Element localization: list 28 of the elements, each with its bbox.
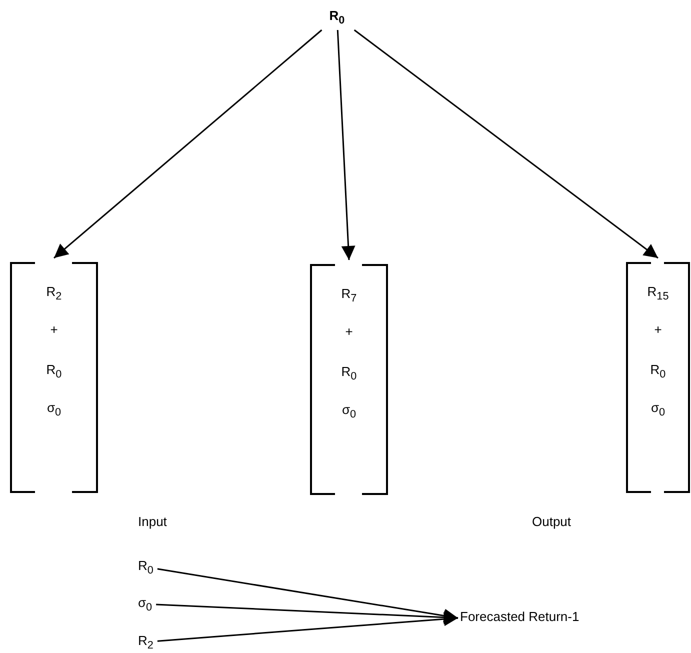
node-label: σ$_{0}$: [138, 595, 152, 616]
arrow: [336, 30, 356, 260]
matrix-entry: R$_{15}$: [646, 284, 670, 305]
matrix-entry: R$_{2}$: [45, 284, 63, 305]
bracket-group: [10, 262, 98, 493]
arrow: [157, 612, 458, 642]
node-label: R$_{0}$: [138, 558, 154, 579]
matrix-entry: R$_{0}$: [340, 364, 358, 385]
matrix-entry: σ$_{0}$: [340, 402, 358, 423]
arrow: [354, 29, 658, 259]
column-heading: Input: [138, 514, 167, 529]
matrix-entry: +: [49, 322, 59, 338]
node-label: R$_{2}$: [138, 633, 154, 653]
matrix-entry: R$_{0}$: [649, 362, 667, 383]
arrow: [156, 604, 458, 624]
column-heading: Output: [532, 514, 572, 529]
arrow: [157, 568, 458, 623]
root-label: R$_{0}$: [328, 8, 346, 29]
matrix-entry: +: [653, 322, 663, 338]
matrix-entry: R$_{0}$: [45, 362, 63, 383]
matrix-entry: σ$_{0}$: [650, 400, 666, 421]
bracket-group: [626, 262, 690, 493]
matrix-entry: R$_{7}$: [340, 286, 358, 307]
matrix-entry: +: [344, 324, 354, 340]
matrix-entry: σ$_{0}$: [46, 400, 62, 421]
bracket-group: [310, 264, 388, 495]
arrow: [54, 29, 322, 259]
node-label: Forecasted Return-1: [460, 609, 580, 625]
